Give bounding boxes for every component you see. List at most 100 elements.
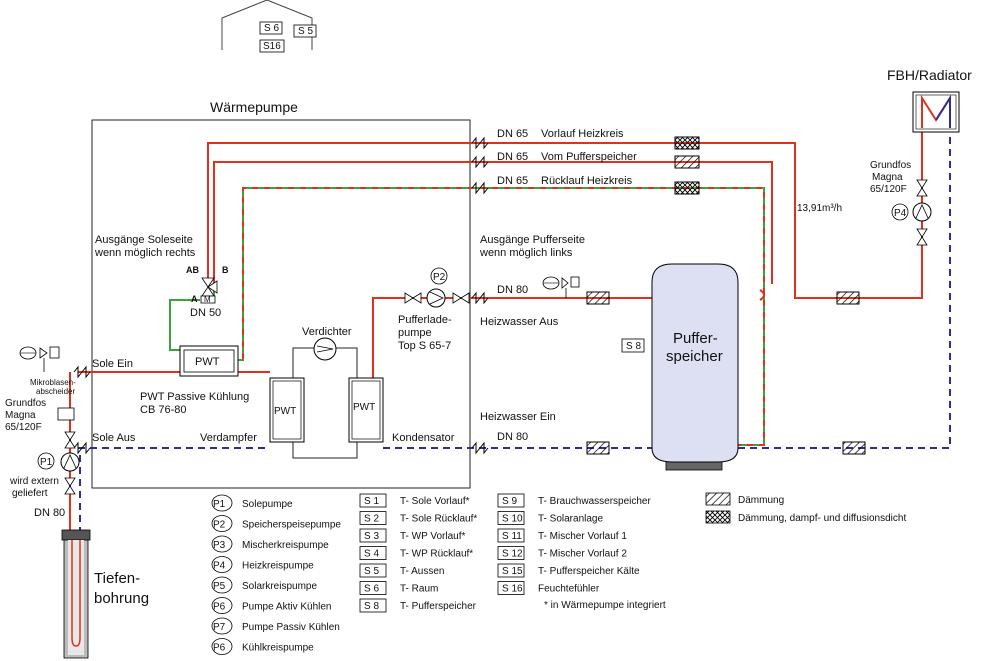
legend-pump-symbol — [211, 617, 233, 635]
verdampfer-label: Verdampfer — [200, 432, 257, 444]
heatpump-enclosure — [91, 119, 471, 489]
legend-sensor-name: T- Brauchwasserspeicher — [538, 496, 651, 507]
red-pipes — [69, 110, 923, 530]
tank-label-1: Puffer- — [673, 330, 718, 347]
pwt-passive-label: PWT — [195, 356, 220, 368]
air-separator-icon — [57, 407, 75, 421]
grundfos-left-2: Magna — [5, 410, 36, 421]
pufferlade-label-1: Pufferlade- — [398, 314, 452, 326]
p1-pump-icon — [60, 452, 80, 472]
heizwasser-aus-label: Heizwasser Aus — [480, 316, 559, 328]
house-sensor-s6 — [259, 21, 283, 35]
legend-sensor-box — [359, 546, 387, 560]
house-s16-label: S16 — [263, 41, 281, 52]
legend-pump-name: Mischerkreispumpe — [242, 540, 329, 551]
legend-pump-name: Solepumpe — [242, 499, 293, 510]
valve-port-b: B — [222, 265, 229, 275]
legend-sensor-name: T- Pufferspeicher — [400, 601, 477, 612]
legend-pump-symbol — [211, 515, 233, 532]
legend-pump-name: Kühlkreispumpe — [242, 643, 314, 654]
legend-sensor-name: T- Mischer Vorlauf 2 — [538, 549, 627, 560]
compressor-icon — [313, 337, 337, 361]
legend-pump-symbol — [211, 556, 233, 573]
legend-sensor-name: Feuchtefühler — [538, 584, 600, 595]
legend-pump-item: P4 Heizkreispumpe — [211, 556, 314, 573]
legend-pump-code: P4 — [213, 561, 226, 572]
legend-sensor-box — [497, 511, 525, 525]
dn80-label-top: DN 80 — [497, 284, 528, 296]
p4-pump-icon — [912, 202, 932, 222]
valve-port-ab: AB — [186, 265, 199, 275]
dn50-label: DN 50 — [190, 307, 221, 319]
legend-sensor-code: S 9 — [502, 496, 517, 507]
heatpump-title: Wärmepumpe — [210, 99, 298, 115]
fbh-title: FBH/Radiator — [887, 67, 972, 83]
tiefenbohrung-label-1: Tiefen- — [94, 570, 140, 587]
legend-pump-code: P7 — [213, 622, 226, 633]
legend-pump-code: P1 — [213, 499, 226, 510]
extern-label-1: wird extern — [9, 476, 59, 487]
legend-note: * in Wärmepumpe integriert — [544, 600, 666, 611]
pwt-condenser-label: PWT — [353, 402, 375, 413]
legend-sensor-box — [359, 563, 387, 578]
buffer-tank — [651, 263, 739, 471]
legend-sensor-box — [497, 581, 525, 595]
house-s6-label: S 6 — [264, 23, 279, 34]
sole-aus-label: Sole Aus — [92, 432, 136, 444]
legend-sensor-code: S 8 — [364, 601, 379, 612]
house-symbol: S 6 S 5 S16 — [221, 0, 317, 53]
p4-pump: P4 — [891, 179, 932, 246]
legend-insulation-xhatch — [705, 510, 731, 524]
extern-label-2: geliefert — [12, 488, 48, 499]
p2-pump-icon — [426, 288, 446, 308]
valve-port-a: A — [191, 294, 198, 304]
legend-sensor-box — [497, 546, 525, 560]
legend-pump-item: P3 Mischerkreispumpe — [211, 535, 329, 553]
p1-code: P1 — [40, 457, 53, 468]
puffer-outputs-label-2: wenn möglich links — [479, 247, 573, 259]
legend-pump-name: Pumpe Aktiv Kühlen — [242, 602, 332, 613]
legend-sensor-box — [359, 581, 387, 595]
legend-sensor-name: T- Sole Rücklauf* — [400, 514, 477, 525]
sole-outputs-label-2: wenn möglich rechts — [94, 247, 196, 259]
wall-break-markers — [73, 136, 489, 455]
legend-pump-name: Solarkreispumpe — [242, 581, 317, 592]
legend-sensor-code: S 10 — [502, 514, 523, 525]
legend-sensor-name: T- WP Vorlauf* — [400, 531, 466, 542]
expansion-vessel-left — [19, 346, 60, 372]
legend-pump-code: P6 — [213, 643, 226, 654]
legend-insulation-2: Dämmung, dampf- und diffusionsdicht — [738, 513, 906, 524]
pwt-passive-desc-1: PWT Passive Kühlung — [140, 391, 249, 403]
tank-label-2: speicher — [666, 348, 723, 365]
legend-sensor-box — [497, 493, 525, 508]
legend-pump-name: Heizkreispumpe — [242, 561, 314, 572]
legend-sensor-box — [359, 598, 387, 613]
kondensator-label: Kondensator — [392, 432, 455, 444]
house-sensor-s5 — [293, 24, 317, 38]
legend-sensor-code: S 12 — [502, 549, 523, 560]
borehole — [61, 529, 91, 659]
pwt-evaporator-label: PWT — [274, 406, 296, 417]
mikroblasen-label-2: abscheider — [36, 387, 75, 396]
legend-pump-code: P3 — [213, 540, 226, 551]
legend-sensor-code: S 11 — [502, 531, 522, 542]
dn65-label-2: DN 65 — [497, 151, 528, 163]
ruecklauf-label: Rücklauf Heizkreis — [541, 175, 633, 187]
p4-code: P4 — [894, 208, 907, 219]
legend-sensor-code: S 15 — [502, 566, 523, 577]
legend-pump-item: P6 Pumpe Aktiv Kühlen — [211, 597, 332, 614]
vom-puffer-label: Vom Pufferspeicher — [541, 151, 637, 163]
vorlauf-label: Vorlauf Heizkreis — [541, 128, 624, 140]
legend-pump-code: P6 — [213, 602, 226, 613]
legend-pump-name: Speicherspeisepumpe — [242, 520, 341, 531]
legend-pump-item: P1 Solepumpe — [211, 494, 293, 512]
legend-sensor-box — [359, 493, 387, 508]
